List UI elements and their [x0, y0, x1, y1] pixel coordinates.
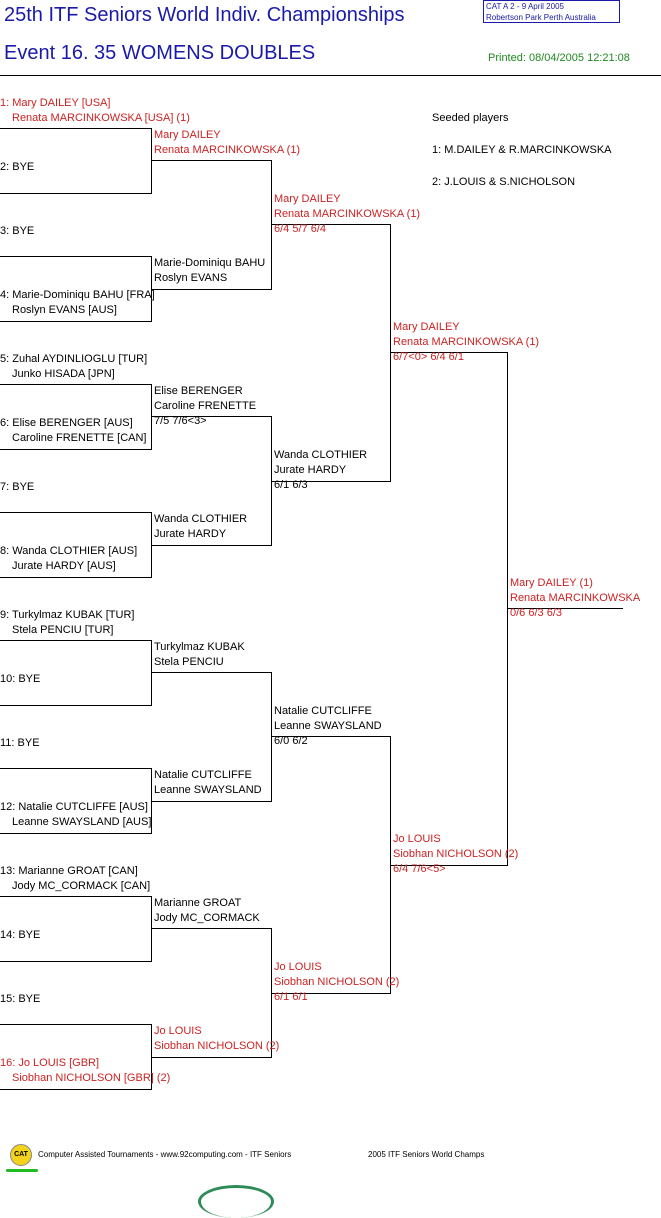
cat-logo-icon: CAT: [10, 1144, 32, 1166]
draw-entry-line2: Siobhan NICHOLSON [GBR] (2): [12, 1072, 171, 1084]
draw-entry-line1: 5: Zuhal AYDINLIOGLU [TUR]: [0, 353, 148, 365]
category-venue: Robertson Park Perth Australia: [486, 13, 596, 22]
round2-entry-line1: Marie-Dominiqu BAHU: [154, 257, 266, 269]
quarter-entry-line2: Leanne SWAYSLAND: [274, 720, 382, 732]
semi-score: 6/4 7/6<5>: [393, 863, 446, 875]
semi-entry-line1: Jo LOUIS: [393, 833, 441, 845]
quarter-entry-line2: Siobhan NICHOLSON (2): [274, 976, 400, 988]
draw-entry-line1: 16: Jo LOUIS [GBR]: [0, 1057, 100, 1069]
draw-entry-line1: 1: Mary DAILEY [USA]: [0, 97, 111, 109]
semi-entry-line2: Siobhan NICHOLSON (2): [393, 848, 519, 860]
draw-entry-line1: 15: BYE: [0, 993, 41, 1005]
quarter-entry-line2: Renata MARCINKOWSKA (1): [274, 208, 421, 220]
semi-connector: [390, 352, 508, 866]
round2-entry-line1: Elise BERENGER: [154, 385, 243, 397]
round2-connector: [151, 672, 272, 802]
quarter-score: 6/1 6/3: [274, 479, 308, 491]
round2-entry-line2: Jody MC_CORMACK: [154, 912, 260, 924]
draw-entry-line1: 3: BYE: [0, 225, 35, 237]
quarter-entry-line2: Jurate HARDY: [274, 464, 347, 476]
printed-timestamp: Printed: 08/04/2005 12:21:08: [488, 52, 630, 64]
seed-2: 2: J.LOUIS & S.NICHOLSON: [432, 176, 576, 188]
round1-connector: [0, 384, 152, 450]
logo-underline: [6, 1169, 38, 1172]
draw-entry-line1: 7: BYE: [0, 481, 35, 493]
footer-event: 2005 ITF Seniors World Champs: [368, 1150, 485, 1159]
round2-entry-line2: Stela PENCIU: [154, 656, 224, 668]
category-box: CAT A 2 - 9 April 2005 Robertson Park Pe…: [483, 0, 620, 23]
draw-entry-line1: 12: Natalie CUTCLIFFE [AUS]: [0, 801, 148, 813]
round2-entry-line1: Jo LOUIS: [154, 1025, 202, 1037]
seeded-title: Seeded players: [432, 112, 509, 124]
quarter-score: 6/4 5/7 6/4: [274, 223, 326, 235]
quarter-score: 6/0 6/2: [274, 735, 308, 747]
round1-connector: [0, 640, 152, 706]
round2-entry-line1: Turkylmaz KUBAK: [154, 641, 245, 653]
draw-entry-line2: Junko HISADA [JPN]: [12, 368, 115, 380]
event-title: Event 16. 35 WOMENS DOUBLES: [4, 42, 316, 64]
footer-arc-icon: [198, 1185, 274, 1218]
round2-entry-line2: Leanne SWAYSLAND: [154, 784, 262, 796]
round2-score: 7/5 7/6<3>: [154, 415, 207, 427]
semi-entry-line1: Mary DAILEY: [393, 321, 460, 333]
round2-entry-line2: Roslyn EVANS: [154, 272, 228, 284]
category-dates: CAT A 2 - 9 April 2005: [486, 2, 564, 11]
draw-entry-line2: Jody MC_CORMACK [CAN]: [12, 880, 151, 892]
round2-connector: [151, 160, 272, 290]
draw-entry-line1: 14: BYE: [0, 929, 41, 941]
final-entry-line1: Mary DAILEY (1): [510, 577, 593, 589]
round2-entry-line2: Renata MARCINKOWSKA (1): [154, 144, 301, 156]
round2-entry-line1: Mary DAILEY: [154, 129, 221, 141]
round2-entry-line2: Jurate HARDY: [154, 528, 227, 540]
footer-credit: Computer Assisted Tournaments - www.92co…: [38, 1150, 292, 1159]
draw-entry-line2: Jurate HARDY [AUS]: [12, 560, 116, 572]
round2-entry-line1: Wanda CLOTHIER: [154, 513, 248, 525]
final-score: 0/6 6/3 6/3: [510, 607, 562, 619]
round2-entry-line1: Natalie CUTCLIFFE: [154, 769, 252, 781]
quarter-entry-line1: Wanda CLOTHIER: [274, 449, 368, 461]
final-entry-line2: Renata MARCINKOWSKA: [510, 592, 641, 604]
seed-1: 1: M.DAILEY & R.MARCINKOWSKA: [432, 144, 612, 156]
draw-entry-line2: Roslyn EVANS [AUS]: [12, 304, 117, 316]
draw-entry-line1: 6: Elise BERENGER [AUS]: [0, 417, 133, 429]
tournament-title: 25th ITF Seniors World Indiv. Championsh…: [4, 4, 405, 26]
draw-entry-line1: 9: Turkylmaz KUBAK [TUR]: [0, 609, 135, 621]
header-rule: [0, 75, 661, 76]
semi-entry-line2: Renata MARCINKOWSKA (1): [393, 336, 540, 348]
round2-entry-line2: Siobhan NICHOLSON (2): [154, 1040, 280, 1052]
draw-entry-line2: Caroline FRENETTE [CAN]: [12, 432, 147, 444]
round1-connector: [0, 128, 152, 194]
draw-entry-line1: 2: BYE: [0, 161, 35, 173]
quarter-entry-line1: Jo LOUIS: [274, 961, 322, 973]
draw-entry-line1: 8: Wanda CLOTHIER [AUS]: [0, 545, 138, 557]
draw-entry-line1: 11: BYE: [0, 737, 40, 749]
quarter-connector: [271, 224, 391, 482]
draw-entry-line1: 4: Marie-Dominiqu BAHU [FRA]: [0, 289, 155, 301]
semi-score: 6/7<0> 6/4 6/1: [393, 351, 464, 363]
draw-entry-line1: 13: Marianne GROAT [CAN]: [0, 865, 138, 877]
quarter-entry-line1: Natalie CUTCLIFFE: [274, 705, 372, 717]
quarter-score: 6/1 6/1: [274, 991, 308, 1003]
round2-entry-line1: Marianne GROAT: [154, 897, 242, 909]
round2-entry-line2: Caroline FRENETTE: [154, 400, 257, 412]
quarter-entry-line1: Mary DAILEY: [274, 193, 341, 205]
quarter-connector: [271, 736, 391, 994]
final-line: [507, 608, 623, 609]
cat-logo-text: CAT: [14, 1151, 28, 1158]
draw-entry-line2: Renata MARCINKOWSKA [USA] (1): [12, 112, 190, 124]
draw-entry-line2: Leanne SWAYSLAND [AUS]: [12, 816, 152, 828]
draw-entry-line1: 10: BYE: [0, 673, 41, 685]
round1-connector: [0, 896, 152, 962]
draw-entry-line2: Stela PENCIU [TUR]: [12, 624, 114, 636]
